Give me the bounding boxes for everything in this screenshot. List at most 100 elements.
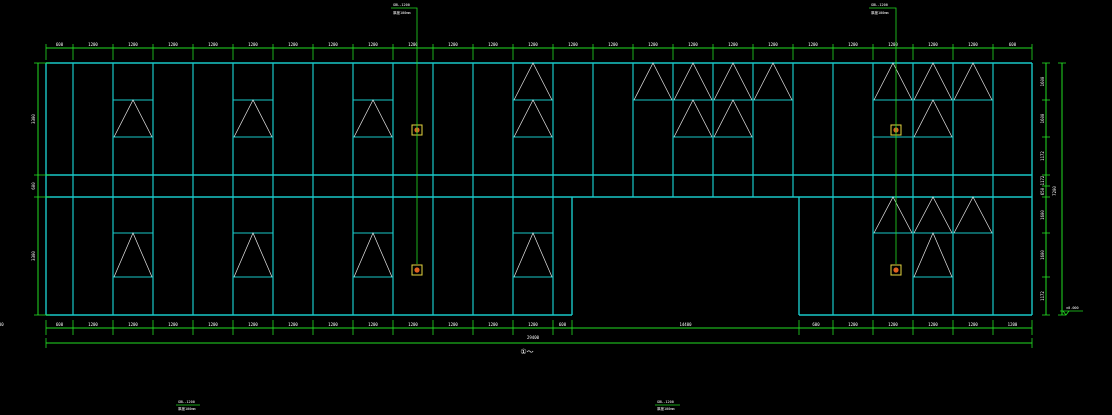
panel-grid (45, 62, 1033, 316)
support-marker-dot (893, 267, 899, 273)
top-dimension-label: 1200 (688, 42, 698, 47)
triangle-marker (513, 232, 553, 278)
top-dimension-label: 1200 (328, 42, 338, 47)
dimension-lines (34, 44, 1066, 348)
bottom-dimension-label: 1200 (448, 322, 458, 327)
bottom-dimension-label: 1200 (128, 322, 138, 327)
right-dimension-label: 1172 (1040, 151, 1045, 161)
top-dimension-label: 1200 (808, 42, 818, 47)
triangle-marker (673, 62, 713, 101)
callout-text-3: GBL-1200 厚度100mm (178, 400, 196, 411)
callout-leader (869, 7, 897, 264)
triangle-marker (673, 99, 713, 138)
bottom-dimension-label: 1200 (408, 322, 418, 327)
top-dimension-label: 600 (1009, 42, 1017, 47)
callout-2-line1: GBL-1200 (871, 3, 888, 7)
top-dimension-label: 600 (56, 42, 64, 47)
bottom-dimension-label: 600 (812, 322, 820, 327)
left-dimension-label: 3300 (31, 114, 36, 124)
bottom-dimension-label: 1200 (368, 322, 378, 327)
triangle-marker (633, 62, 673, 101)
callout-leader (391, 7, 418, 264)
bottom-dimension-label: 1200 (888, 322, 898, 327)
bottom-dimension-label: 1200 (1008, 322, 1018, 327)
elevation-tag: ±0.000 (1066, 306, 1079, 310)
elevation-symbol-icon: ±0.000 (1060, 306, 1083, 316)
callout-1-line1: GBL-1200 (393, 3, 410, 7)
bottom-dimension-label: 1200 (328, 322, 338, 327)
support-marker-icon (411, 264, 423, 276)
triangle-marker (873, 62, 913, 101)
bottom-dimension-label: 600 (559, 322, 567, 327)
bottom-dimension-label: 600 (0, 322, 4, 327)
triangle-marker (113, 232, 153, 278)
triangle-marker (113, 99, 153, 138)
callout-4-line2: 厚度100mm (657, 406, 675, 411)
left-dimension-label: 600 (31, 182, 36, 190)
callout-text-4: GBL-1200 厚度100mm (657, 400, 675, 411)
callout-text-2: GBL-1200 厚度100mm (871, 3, 889, 15)
top-dimension-label: 1200 (408, 42, 418, 47)
triangle-marker (913, 232, 953, 278)
top-dimension-label: 1200 (248, 42, 258, 47)
right-dimension-label: 1172 (1040, 175, 1045, 185)
right-dimension-label: 1172 (1040, 291, 1045, 301)
right-dimension-label: 1600 (1040, 76, 1045, 86)
callout-leaders (176, 7, 897, 406)
axis-label: ①～ (520, 348, 533, 356)
triangle-marker (913, 62, 953, 101)
triangle-marker (353, 99, 393, 138)
triangle-marker (513, 99, 553, 138)
top-dimension-label: 1200 (368, 42, 378, 47)
top-dimension-label: 1200 (728, 42, 738, 47)
right-total-dimension-label: 7200 (1052, 186, 1057, 196)
bottom-dimension-label: 1200 (288, 322, 298, 327)
triangle-marker (713, 99, 753, 138)
callout-1-line2: 厚度100mm (393, 10, 411, 15)
top-dimension-label: 1200 (128, 42, 138, 47)
top-dimension-label: 1200 (88, 42, 98, 47)
support-marker-dot (414, 267, 420, 273)
top-dimension-label: 1200 (488, 42, 498, 47)
bottom-dimension-label: 1200 (928, 322, 938, 327)
callout-2-line2: 厚度100mm (871, 10, 889, 15)
triangle-marker (233, 232, 273, 278)
triangle-marker (353, 232, 393, 278)
bottom-dimension-label: 1200 (848, 322, 858, 327)
bottom-dimension-label: 1200 (168, 322, 178, 327)
triangle-marker (513, 62, 553, 101)
top-dimension-label: 1200 (928, 42, 938, 47)
top-dimension-label: 1200 (888, 42, 898, 47)
top-dimension-label: 1200 (528, 42, 538, 47)
dimension-labels: 600 1200 1200 1200 1200 1200 1200 1200 1200 1200 1… (0, 42, 1045, 327)
support-marker-icon (890, 264, 902, 276)
bottom-dimension-label: 1200 (208, 322, 218, 327)
triangle-marker (953, 62, 993, 101)
triangle-markers (113, 62, 993, 278)
triangle-marker (233, 99, 273, 138)
top-dimension-label: 1200 (568, 42, 578, 47)
triangle-marker (873, 196, 913, 234)
callout-3-line2: 厚度100mm (178, 406, 196, 411)
top-dimension-label: 1200 (208, 42, 218, 47)
bottom-dimension-label: 1200 (88, 322, 98, 327)
top-dimension-label: 1200 (848, 42, 858, 47)
triangle-marker (913, 99, 953, 138)
triangle-marker (913, 196, 953, 234)
right-dimension-label: 1600 (1040, 113, 1045, 123)
bottom-dimension-label: 1200 (248, 322, 258, 327)
bottom-dimension-label: 600 (56, 322, 64, 327)
top-dimension-label: 1200 (448, 42, 458, 47)
callout-text-1: GBL-1200 厚度100mm (393, 3, 411, 15)
left-dimension-label: 3300 (31, 251, 36, 261)
triangle-marker (953, 196, 993, 234)
bottom-dimension-label: 1200 (968, 322, 978, 327)
bottom-dimension-label: 1200 (528, 322, 538, 327)
overall-dimension-label: 29400 (527, 335, 540, 340)
top-dimension-label: 1200 (288, 42, 298, 47)
callout-4-line1: GBL-1200 (657, 400, 674, 404)
callout-3-line1: GBL-1200 (178, 400, 195, 404)
top-dimension-label: 1200 (968, 42, 978, 47)
triangle-marker (713, 62, 753, 101)
